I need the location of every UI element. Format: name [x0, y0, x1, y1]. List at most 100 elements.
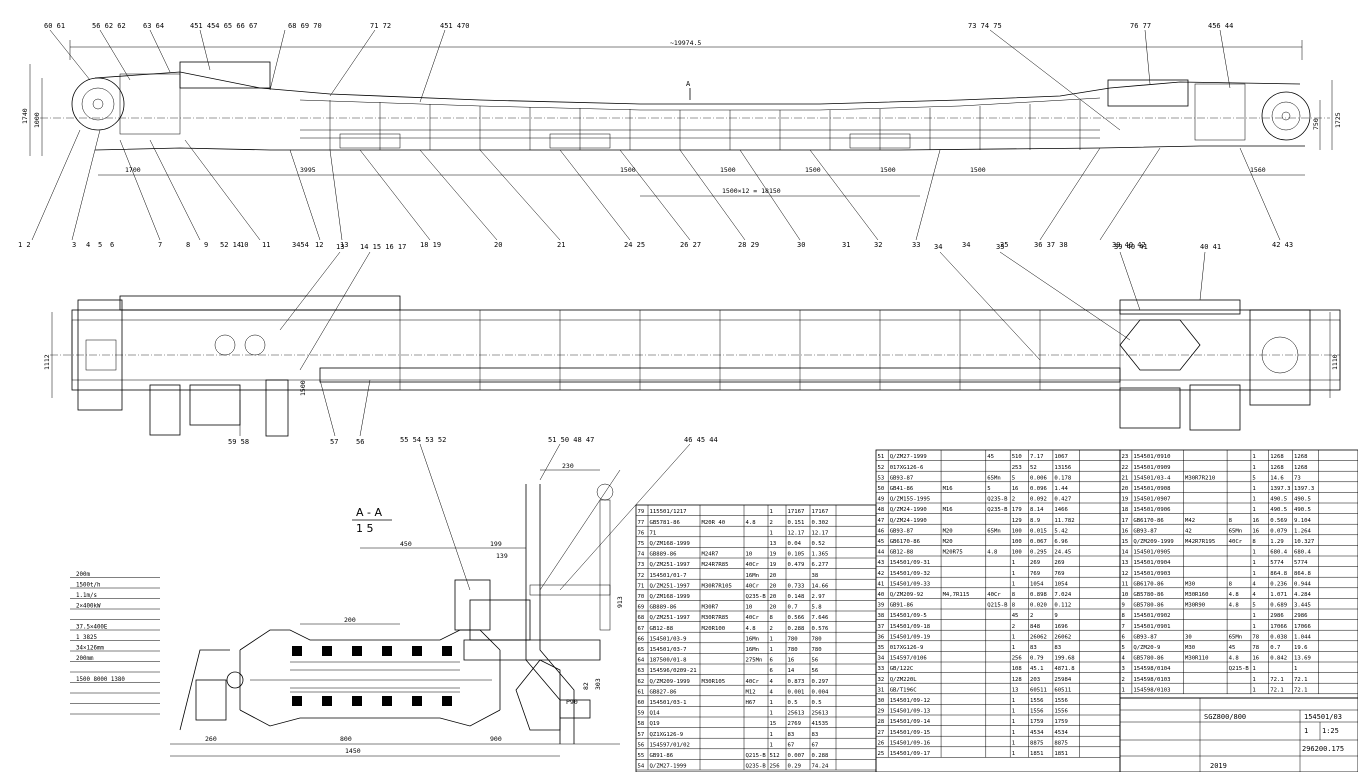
bom-cell: 53 [878, 475, 885, 481]
bom-cell: 40Cr [746, 679, 760, 685]
plan-right-dim: 1110 [1331, 354, 1339, 370]
bom-cell: 5774 [1270, 560, 1284, 566]
bom-cell: 1268 [1294, 465, 1308, 471]
bom-cell: 56 [812, 658, 819, 664]
bom-cell: 1 [770, 647, 773, 653]
bom-cell: 1.264 [1294, 528, 1311, 534]
bom-cell: 78 [1252, 634, 1259, 640]
bom-cell: 154501/0910 [1133, 454, 1170, 460]
bom-cell: 74.24 [812, 764, 829, 770]
bom-cell: Q/ZM27-1999 [890, 454, 927, 460]
bom-cell: 16 [1252, 528, 1259, 534]
bom-cell: 1 [1012, 634, 1015, 640]
bom-cell: 5 [1122, 645, 1125, 651]
dim-1500-a: 1500 [620, 166, 636, 174]
bom-cell: 26 [878, 740, 885, 746]
bom-cell: H67 [746, 700, 756, 706]
callout-bot-23: 32 [874, 241, 882, 249]
bom-cell: Q215-B [1229, 666, 1250, 672]
bom-cell: 8875 [1030, 740, 1043, 746]
bom-cell: 0.576 [812, 626, 829, 632]
bom-cell: 16 [1252, 656, 1259, 662]
bom-cell: 1 [1252, 666, 1255, 672]
bom-cell: M30 [1185, 645, 1195, 651]
callout-bot-16: 20 [494, 241, 502, 249]
bom-cell: 19 [1122, 497, 1129, 503]
bom-cell: 0.015 [1030, 528, 1047, 534]
bom-cell: 1 [1012, 645, 1015, 651]
dim-1500-d: 1500 [880, 166, 896, 174]
bom-cell: 13.69 [1294, 656, 1311, 662]
bom-cell: 45 [878, 539, 885, 545]
bom-cell: 71 [650, 530, 657, 536]
bom-cell: 1759 [1054, 719, 1067, 725]
bom-cell: M24R7 [702, 552, 719, 558]
spec-value: 200mm [76, 656, 94, 662]
plan-inner-dim: 1500 [299, 380, 307, 396]
sec-dim-230: 230 [562, 462, 574, 470]
bom-cell: 1851 [1030, 751, 1043, 757]
bom-cell: 0.288 [788, 626, 805, 632]
bom-cell: 75 [638, 541, 645, 547]
bom-cell: Q/ZM209-92 [890, 592, 924, 598]
bom-cell: 16Mn [746, 647, 759, 653]
bom-cell: 6 [1122, 634, 1125, 640]
callout-top-3: 63 64 [143, 22, 164, 30]
bom-cell: 8 [1229, 581, 1233, 587]
bom-cell: 52 [1030, 465, 1037, 471]
bom-cell: GB6170-86 [890, 539, 920, 545]
overall-length-dim: ~19974.5 [670, 39, 701, 47]
bom-cell: 1 [1252, 550, 1255, 556]
bom-cell: 58 [638, 721, 645, 727]
sec-dim-139: 139 [496, 552, 508, 560]
bom-cell: 0.112 [1054, 603, 1071, 609]
callout-bot-14: 13 [340, 241, 348, 249]
bom-cell: 1.044 [1294, 634, 1311, 640]
bom-cell: Q/ZM27-1999 [650, 764, 687, 770]
bom-cell: 30 [878, 698, 885, 704]
spec-value: 1500 8000 1380 [76, 677, 125, 683]
bom-cell: GB827-86 [650, 689, 677, 695]
bom-cell: 39 [878, 603, 885, 609]
spec-value: 37.5×400E [76, 625, 108, 631]
bom-cell: 129 [1012, 518, 1022, 524]
bom-cell: 1759 [1030, 719, 1043, 725]
bom-cell: 59 [638, 711, 645, 717]
bom-cell: 2 [770, 626, 773, 632]
bom-cell: 8.14 [1030, 507, 1044, 513]
bom-cell: 0.79 [1030, 656, 1043, 662]
bom-cell: 54 [638, 764, 645, 770]
bom-cell: M4,7R115 [943, 592, 970, 598]
bom-cell: 100 [1012, 528, 1022, 534]
section-a-a-view: A - A 1 5 450 199 139 230 200 913 [170, 436, 718, 757]
bom-cell: 179 [1012, 507, 1022, 513]
bom-cell: 187500/01-8 [650, 658, 688, 664]
sheet-number: 1 [1304, 727, 1308, 735]
callout-top-4: 451 454 65 66 67 [190, 22, 257, 30]
bom-cell: 490.5 [1294, 507, 1311, 513]
bom-cell: 3.445 [1294, 603, 1311, 609]
bom-cell: 12.17 [812, 530, 829, 536]
bom-cell: 115501/1217 [650, 509, 687, 515]
bom-cell: 56 [812, 668, 819, 674]
bom-cell: 45.1 [1030, 666, 1043, 672]
sec-callout-2: 51 50 48 47 [548, 436, 594, 444]
bom-cell: 13 [1012, 687, 1019, 693]
bom-cell: 63 [638, 668, 645, 674]
bom-cell: 2 [1012, 624, 1015, 630]
bom-cell: GB12-88 [650, 626, 674, 632]
bom-cell: 5.8 [812, 605, 823, 611]
bom-cell: 0.689 [1270, 603, 1287, 609]
callout-bot-2: 3 [72, 241, 76, 249]
bom-cell: 5 [1252, 475, 1255, 481]
spec-value: 200m [76, 572, 90, 578]
callout-top-10: 456 44 [1208, 22, 1233, 30]
bom-cell: 70 [638, 594, 645, 600]
bom-cell: 19 [770, 562, 777, 568]
bom-cell: 14.6 [1270, 475, 1283, 481]
bom-cell: 25984 [1054, 677, 1071, 683]
bom-cell: 0.007 [788, 753, 805, 759]
bom-cell: 780 [812, 636, 822, 642]
bom-cell: 62 [638, 679, 645, 685]
